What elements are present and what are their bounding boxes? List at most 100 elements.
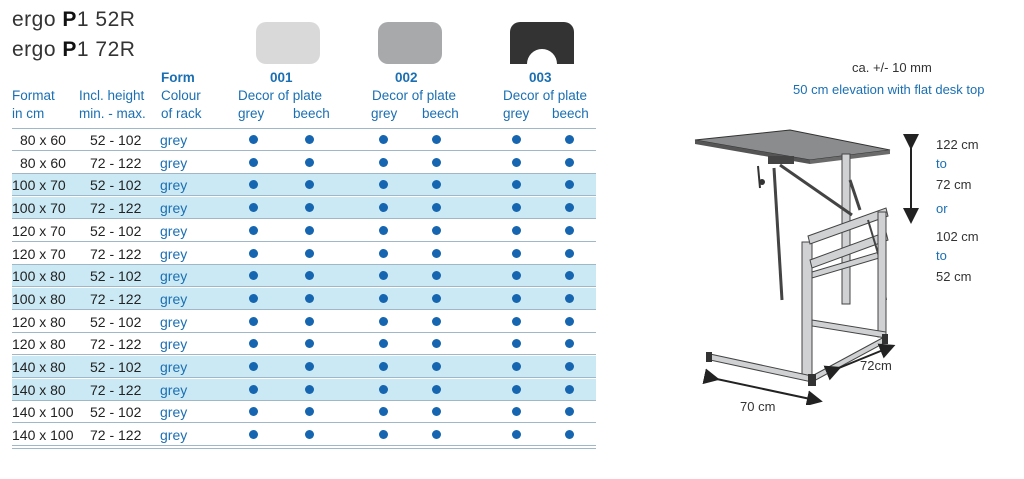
cell-rack-colour: grey	[160, 359, 188, 375]
availability-dot-icon	[432, 203, 441, 213]
cell-format: 120 x 80	[12, 313, 66, 330]
header-form: Form	[161, 70, 195, 85]
cell-format: 100 x 70	[12, 177, 66, 194]
table-bottom-divider	[12, 448, 596, 449]
elevation-note: 50 cm elevation with flat desk top	[793, 82, 985, 97]
availability-dot-icon	[249, 203, 258, 213]
cell-height: 52 - 102	[90, 222, 142, 239]
availability-dot-icon	[565, 135, 574, 144]
cell-format: 100 x 70	[12, 200, 66, 217]
header-height-line2: min. - max.	[79, 106, 146, 121]
availability-dot-icon	[432, 316, 441, 326]
availability-dot-icon	[305, 271, 314, 281]
cell-rack-colour: grey	[160, 268, 188, 285]
availability-dot-icon	[379, 180, 388, 190]
cell-format: 120 x 70	[12, 245, 66, 262]
product-title-72r: ergo P1 72R	[12, 38, 136, 61]
cell-rack-colour: grey	[160, 245, 188, 262]
col-beech-002: beech	[422, 106, 459, 121]
cell-rack-colour: grey	[160, 313, 188, 330]
availability-dot-icon	[305, 339, 314, 349]
availability-dot-icon	[249, 248, 258, 258]
availability-dot-icon	[432, 248, 441, 258]
availability-dot-icon	[565, 271, 574, 281]
decor-label-001: Decor of plate	[238, 88, 323, 103]
availability-dot-icon	[249, 384, 258, 394]
availability-dot-icon	[512, 248, 521, 258]
cell-format: 100 x 80	[12, 290, 66, 307]
cell-rack-colour: grey	[160, 154, 188, 171]
col-grey-003: grey	[503, 106, 530, 121]
availability-dot-icon	[305, 157, 314, 167]
table-row: 120 x 70 52 - 102 grey	[12, 220, 596, 242]
availability-dot-icon	[379, 293, 388, 303]
availability-dot-icon	[565, 203, 574, 213]
header-colour: Colour	[161, 88, 201, 103]
availability-dot-icon	[565, 248, 574, 258]
availability-dot-icon	[379, 430, 388, 440]
col-grey-001: grey	[238, 106, 265, 121]
availability-dot-icon	[305, 430, 314, 440]
availability-dot-icon	[512, 384, 521, 394]
cell-height: 52 - 102	[90, 404, 142, 421]
height2-to: to	[936, 248, 947, 263]
cell-format: 140 x 100	[12, 427, 74, 444]
height1-max: 122 cm	[936, 137, 979, 152]
cell-format: 140 x 80	[12, 381, 66, 398]
cell-format: 140 x 80	[12, 359, 66, 375]
availability-dot-icon	[379, 316, 388, 326]
table-row: 120 x 80 52 - 102 grey	[12, 311, 596, 333]
cell-rack-colour: grey	[160, 222, 188, 239]
form-code-003: 003	[529, 70, 552, 85]
col-grey-002: grey	[371, 106, 398, 121]
availability-dot-icon	[432, 271, 441, 281]
availability-dot-icon	[379, 203, 388, 213]
availability-dot-icon	[249, 135, 258, 144]
availability-dot-icon	[379, 271, 388, 281]
cell-rack-colour: grey	[160, 177, 188, 194]
availability-dot-icon	[249, 339, 258, 349]
swatch-form-001	[256, 22, 320, 64]
height1-min: 72 cm	[936, 177, 972, 192]
availability-dot-icon	[379, 384, 388, 394]
cell-height: 52 - 102	[90, 177, 142, 194]
availability-dot-icon	[432, 407, 441, 417]
cell-height: 72 - 122	[90, 200, 142, 217]
availability-dot-icon	[432, 293, 441, 303]
cell-height: 52 - 102	[90, 313, 142, 330]
cell-height: 72 - 122	[90, 381, 142, 398]
cell-rack-colour: grey	[160, 290, 188, 307]
availability-dot-icon	[432, 157, 441, 167]
col-beech-003: beech	[552, 106, 589, 121]
height1-to: to	[936, 156, 947, 171]
col-beech-001: beech	[293, 106, 330, 121]
availability-dot-icon	[512, 271, 521, 281]
swatch-form-002	[378, 22, 442, 64]
cell-format: 120 x 70	[12, 222, 66, 239]
availability-dot-icon	[249, 316, 258, 326]
availability-dot-icon	[305, 384, 314, 394]
availability-dot-icon	[379, 157, 388, 167]
availability-dot-icon	[305, 203, 314, 213]
availability-dot-icon	[249, 362, 258, 371]
cell-rack-colour: grey	[160, 132, 188, 148]
availability-dot-icon	[512, 180, 521, 190]
availability-dot-icon	[305, 407, 314, 417]
cell-format: 80 x 60	[20, 132, 66, 148]
availability-dot-icon	[565, 157, 574, 167]
availability-dot-icon	[305, 248, 314, 258]
height-or: or	[936, 201, 948, 216]
availability-dot-icon	[305, 293, 314, 303]
availability-dot-icon	[565, 339, 574, 349]
cell-height: 72 - 122	[90, 290, 142, 307]
availability-dot-icon	[432, 339, 441, 349]
availability-dot-icon	[249, 407, 258, 417]
availability-dot-icon	[432, 225, 441, 235]
availability-dot-icon	[249, 157, 258, 167]
